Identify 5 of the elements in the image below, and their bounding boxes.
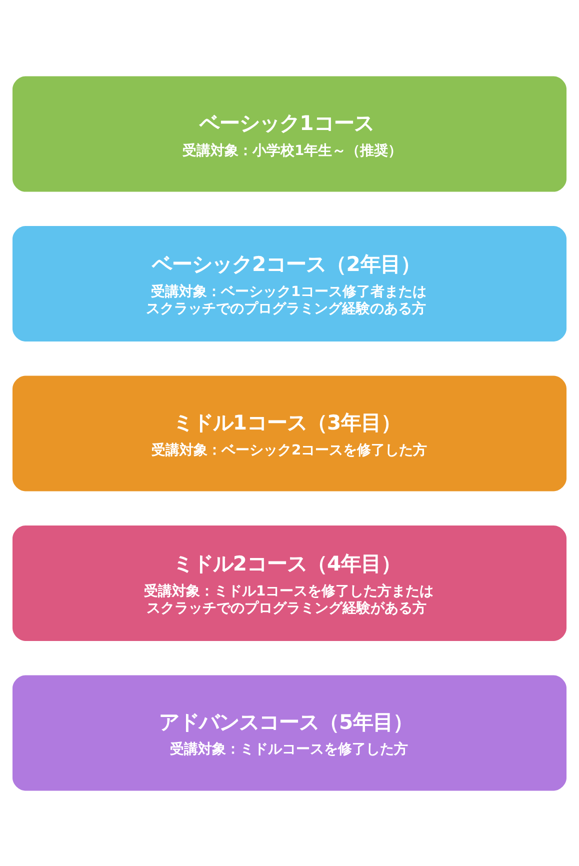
node-box: ベーシック2コース（2年目） 受講対象：ベーシック1コース修了者またはスクラッチでのプログラミング経験のある方 [12, 226, 566, 342]
node-box: ベーシック1コース 受講対象：小学校1年生～（推奨） [12, 76, 566, 192]
node-box: アドバンスコース（5年目） 受講対象：ミドルコースを修了した方 [12, 674, 566, 790]
node-box: ミドル2コース（4年目） 受講対象：ミドル1コースを修了した方またはスクラッチでのプログラミング経験がある方 [12, 524, 566, 640]
node-box: ミドル1コース（3年目） 受講対象：ベーシック2コースを修了した方 [12, 375, 566, 491]
